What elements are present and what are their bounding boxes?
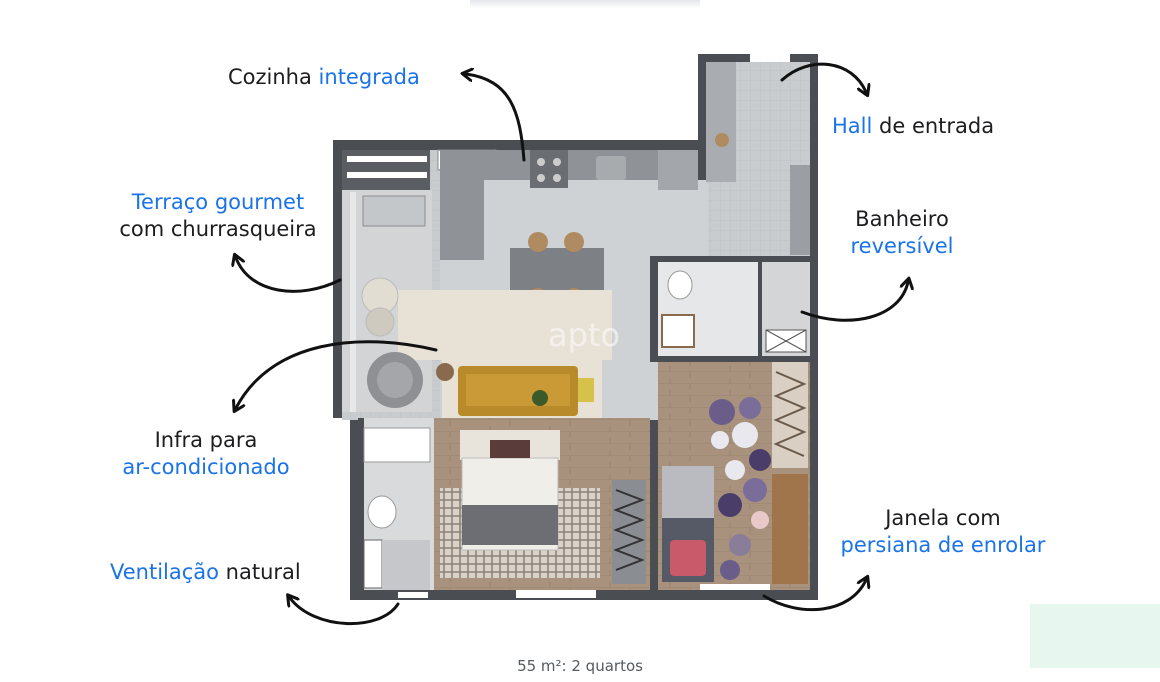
label-terraco: Terraço gourmet com churrasqueira [119,190,317,241]
label-janela: Janela com persiana de enrolar [840,506,1046,557]
hall [706,54,810,255]
arrow-banheiro [800,282,908,322]
label-infra: Infra para ar-condicionado [122,428,290,479]
label-ventilacao: Ventilação natural [110,560,301,584]
label-banheiro: Banheiro reversível [850,207,954,258]
arrow-hall [780,62,866,92]
arrow-terraco [236,258,342,293]
watermark-logo: apto [548,316,621,354]
arrow-cozinha [466,74,526,162]
kitchen [440,150,698,308]
top-edge-fade [470,0,700,8]
bathroom [650,256,810,362]
caption: 55 m²: 2 quartos [517,657,643,675]
watermark-box [1030,604,1160,668]
bathroom-2 [363,418,434,598]
arrow-janela [762,580,866,612]
arrow-ventilacao [290,598,400,625]
bedroom-1 [358,418,650,600]
label-cozinha: Cozinha integrada [228,65,420,89]
label-hall: Hall de entrada [832,114,995,138]
callout-arrows [236,62,908,625]
arrow-infra [236,340,438,408]
bedroom-2 [658,362,810,590]
